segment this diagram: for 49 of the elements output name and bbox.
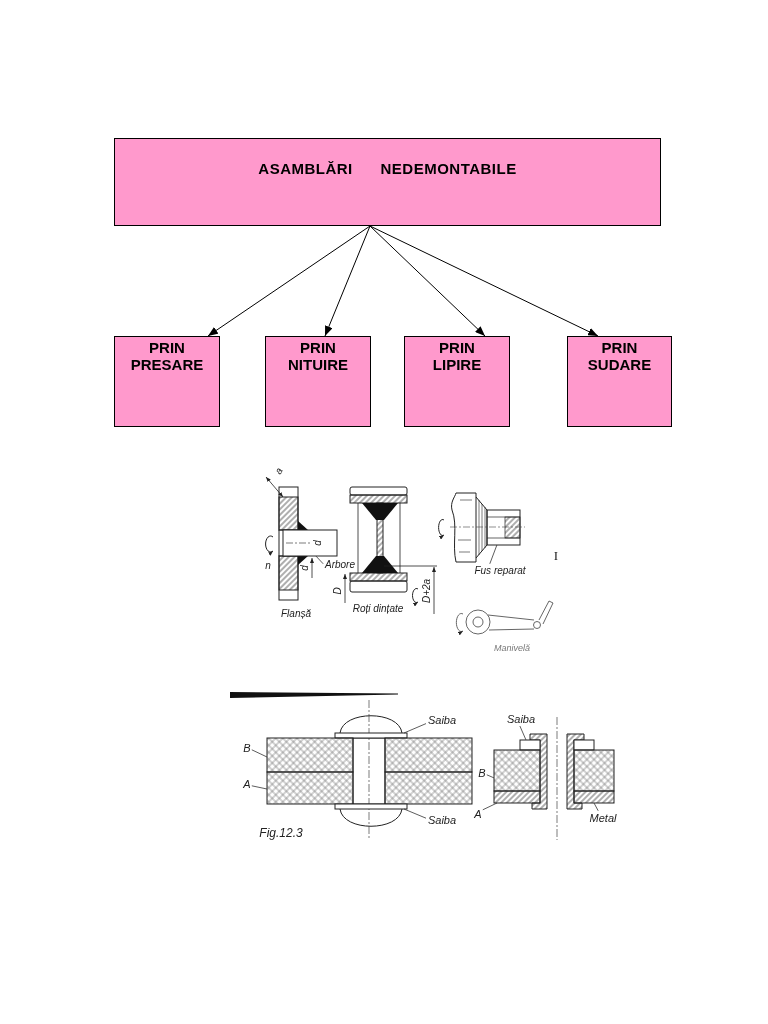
dimension-label: D+2a xyxy=(421,578,433,604)
dimension-label: a xyxy=(272,465,286,477)
leader-line xyxy=(486,774,495,779)
shaft-journal xyxy=(449,492,526,563)
part-label: Saiba xyxy=(506,713,536,725)
leader-line xyxy=(519,725,527,741)
leader-line xyxy=(482,802,498,811)
plate xyxy=(266,771,473,805)
category-box: PRIN LIPIRE xyxy=(404,336,510,427)
part-label: Saiba xyxy=(427,714,457,726)
figure-caption: Fig.12.3 xyxy=(259,827,303,839)
leader-line xyxy=(403,808,427,819)
part-caption: Manivelă xyxy=(494,642,530,654)
arrow xyxy=(369,225,599,337)
arrow xyxy=(369,225,486,337)
washer xyxy=(519,739,541,751)
plate xyxy=(266,737,473,773)
part-label: Fus reparat xyxy=(474,565,526,577)
leader-line xyxy=(489,544,498,565)
metal-layer xyxy=(493,790,615,804)
leader-line xyxy=(315,555,324,565)
dimension-label: D xyxy=(332,587,344,595)
leader-line xyxy=(403,723,427,734)
washer xyxy=(334,803,408,810)
part-label: Metal xyxy=(589,812,617,824)
part-label: Saiba xyxy=(427,814,457,826)
rotation-label: n xyxy=(265,560,271,572)
category-box: PRIN NITUIRE xyxy=(265,336,371,427)
part-label: B xyxy=(478,767,486,779)
dimension-label: d xyxy=(299,565,311,571)
leader-line xyxy=(251,785,268,790)
part-label: A xyxy=(243,778,251,790)
leader-line xyxy=(593,802,599,812)
part-label: A xyxy=(474,808,482,820)
section-label: I xyxy=(553,550,559,562)
leader-line xyxy=(251,749,268,758)
part-label: Arbore xyxy=(325,559,355,571)
part-label: B xyxy=(243,742,251,754)
arrow xyxy=(324,225,371,337)
dimension-label: d xyxy=(312,540,324,546)
category-box: PRIN SUDARE xyxy=(567,336,672,427)
shaft xyxy=(282,529,338,557)
part-caption: Roți dințate xyxy=(352,603,404,615)
plate xyxy=(493,749,615,792)
arrow xyxy=(207,225,371,337)
part-caption: Flanșă xyxy=(281,608,311,620)
category-box: PRIN PRESARE xyxy=(114,336,220,427)
root-box: ASAMBLĂRI NEDEMONTABILE xyxy=(114,138,661,226)
washer xyxy=(334,732,408,739)
